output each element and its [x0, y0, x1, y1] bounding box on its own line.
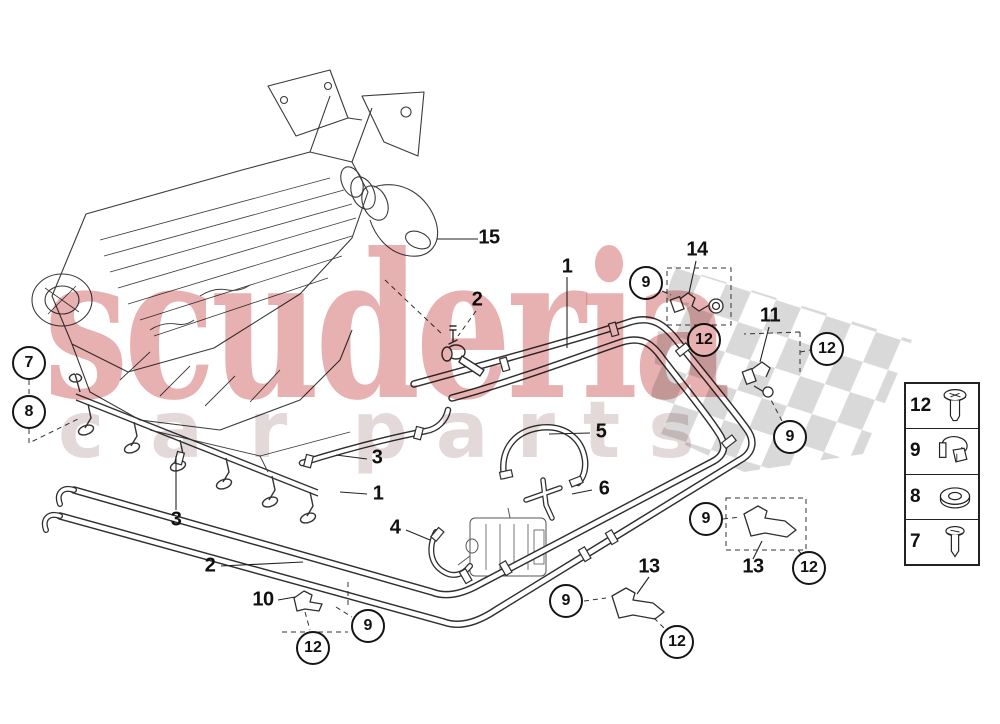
part-label-13-left: 13 [638, 555, 660, 578]
circle-callout-7: 7 [12, 346, 46, 380]
hose-retaining-clip-icon [934, 430, 976, 472]
pan-head-screw-icon [934, 521, 976, 563]
circle-callout-9-b: 9 [773, 420, 807, 454]
legend-part-number: 7 [910, 530, 921, 552]
legend-row: 9 [906, 429, 978, 475]
injector [77, 403, 317, 524]
part-label-11: 11 [759, 304, 781, 327]
throttle-body [31, 273, 93, 327]
part-label-1-top: 1 [561, 255, 573, 278]
part-label-15: 15 [478, 226, 500, 249]
air-duct-part-15 [340, 166, 438, 257]
hose-clamps [173, 321, 738, 585]
connector-2 [441, 325, 485, 377]
hardware-legend: 12 9 [904, 382, 980, 566]
legend-row: 12 [906, 384, 978, 430]
fuel-rail [68, 373, 319, 524]
part-label-3-rail: 3 [170, 508, 182, 531]
part-label-2-top: 2 [471, 288, 483, 311]
legend-part-number: 12 [910, 395, 932, 417]
part-label-10: 10 [252, 588, 274, 611]
part-label-5: 5 [595, 420, 607, 443]
engine-bracket [361, 91, 425, 157]
bracket-10 [293, 590, 323, 612]
circle-callout-9-c: 9 [689, 502, 723, 536]
legend-part-number: 9 [910, 440, 921, 462]
clips-and-brackets [293, 292, 797, 620]
part-label-4: 4 [389, 516, 401, 539]
legend-row: 7 [906, 519, 978, 564]
circle-callout-9-e: 9 [351, 609, 385, 643]
hose-2 [70, 336, 728, 599]
circle-callout-12-a: 12 [687, 323, 721, 357]
part-label-1-bottom: 1 [372, 482, 384, 505]
clip-14 [669, 292, 724, 314]
part-label-2-bottom: 2 [204, 554, 216, 577]
circle-callout-8: 8 [12, 395, 46, 429]
circle-callout-12-d: 12 [660, 625, 694, 659]
circle-callout-12-e: 12 [296, 631, 330, 665]
pan-head-screw-with-washer-icon [934, 385, 976, 427]
circle-callout-9-a: 9 [629, 266, 663, 300]
flat-washer-icon [934, 476, 976, 518]
part-label-13-right: 13 [742, 555, 764, 578]
legend-part-number: 8 [910, 485, 921, 507]
circle-callout-12-b: 12 [810, 332, 844, 366]
legend-row: 8 [906, 474, 978, 520]
hoses [41, 316, 756, 628]
part-label-14: 14 [686, 238, 708, 261]
engine-script [149, 284, 251, 331]
bracket-13-left [611, 587, 665, 620]
circle-callout-12-c: 12 [792, 551, 826, 585]
part-label-6: 6 [598, 477, 610, 500]
bracket-13-right [743, 505, 797, 538]
clip-11 [741, 361, 774, 398]
leader-lines [175, 238, 770, 601]
engine-line-art [31, 69, 438, 473]
circle-callout-9-d: 9 [549, 584, 583, 618]
part-label-3-hose: 3 [371, 446, 383, 469]
